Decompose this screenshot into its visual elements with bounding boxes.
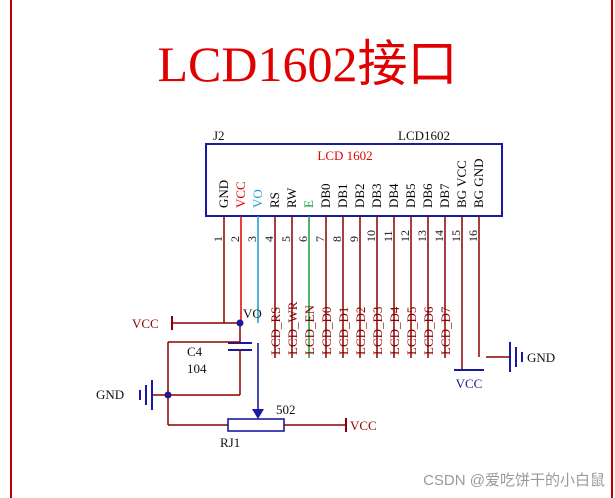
- pin-name-5: RW: [284, 187, 299, 208]
- net-label-14: LCD_D7: [438, 306, 453, 355]
- lcd1602-body: [205, 143, 503, 217]
- pin-group: GND1VCC2VO3RS4LCD_RSRW5LCD_WRE6LCD_ENDB0…: [211, 159, 486, 370]
- vcc-symbol-bottom: VCC: [454, 369, 484, 391]
- pin-number-11: 11: [381, 230, 395, 242]
- pin-number-3: 3: [245, 236, 259, 242]
- component-body-label: LCD 1602: [317, 148, 372, 163]
- watermark: CSDN @爱吃饼干的小白鼠: [423, 472, 605, 489]
- pin-number-8: 8: [330, 236, 344, 242]
- pin-number-5: 5: [279, 236, 293, 242]
- net-label-13: LCD_D6: [421, 306, 436, 355]
- sheet-border-right: [611, 0, 613, 498]
- vcc-label-bottom: VCC: [456, 376, 483, 391]
- net-label-8: LCD_D1: [336, 307, 351, 355]
- capacitor-c4: C4 104: [167, 323, 252, 425]
- pin-number-14: 14: [432, 230, 446, 242]
- pin-name-7: DB0: [318, 183, 333, 208]
- gnd-label-right: GND: [527, 350, 555, 365]
- vcc-label-left: VCC: [132, 316, 159, 331]
- pin-number-12: 12: [398, 230, 412, 242]
- rj1-value: 502: [276, 402, 296, 417]
- sheet-border-left: [10, 0, 12, 498]
- pin-number-15: 15: [449, 230, 463, 242]
- pin-number-6: 6: [296, 236, 310, 242]
- pin-name-15: BG VCC: [454, 160, 469, 208]
- c4-value: 104: [187, 361, 207, 376]
- rj1-designator: RJ1: [220, 435, 240, 450]
- component-designator: J2: [213, 128, 225, 143]
- net-label-10: LCD_D3: [370, 307, 385, 355]
- component-part: LCD1602: [398, 128, 450, 143]
- gnd-symbol-left: GND: [96, 380, 168, 410]
- net-label-4: LCD_RS: [268, 307, 283, 355]
- pin-name-2: VCC: [233, 181, 248, 208]
- net-label-5: LCD_WR: [285, 301, 300, 355]
- pin-name-13: DB6: [420, 183, 435, 208]
- net-label-12: LCD_D5: [404, 307, 419, 355]
- pin-number-9: 9: [347, 236, 361, 242]
- pin-number-7: 7: [313, 236, 327, 242]
- net-label-7: LCD_D0: [319, 307, 334, 355]
- pin-number-13: 13: [415, 230, 429, 242]
- potentiometer-rj1: 502 RJ1 VCC: [168, 343, 377, 450]
- net-label-11: LCD_D4: [387, 306, 402, 355]
- c4-designator: C4: [187, 344, 203, 359]
- sheet-title: LCD1602接口: [157, 36, 458, 92]
- pin-name-16: BG GND: [471, 159, 486, 208]
- pin-number-16: 16: [466, 230, 480, 242]
- pin-name-12: DB5: [403, 183, 418, 208]
- vcc-symbol-left: VCC: [132, 316, 240, 331]
- vcc-label-rj1: VCC: [350, 418, 377, 433]
- pin-name-14: DB7: [437, 183, 452, 208]
- junction-vo: [236, 319, 244, 327]
- pin-name-6: E: [301, 200, 316, 208]
- pin-number-1: 1: [211, 236, 225, 242]
- pin-name-1: GND: [216, 180, 231, 208]
- pin-name-11: DB4: [386, 183, 401, 208]
- pin-number-2: 2: [228, 236, 242, 242]
- net-label-6: LCD_EN: [302, 305, 317, 355]
- pin-number-4: 4: [262, 236, 276, 242]
- pin-name-4: RS: [267, 192, 282, 208]
- net-label-9: LCD_D2: [353, 307, 368, 355]
- pin-name-8: DB1: [335, 183, 350, 208]
- pin-name-9: DB2: [352, 183, 367, 208]
- pin-name-3: VO: [250, 189, 265, 208]
- vo-net-label: VO: [243, 306, 262, 321]
- pin-number-10: 10: [364, 230, 378, 242]
- pin-name-10: DB3: [369, 183, 384, 208]
- gnd-label-left: GND: [96, 387, 124, 402]
- gnd-symbol-right: GND: [486, 342, 555, 372]
